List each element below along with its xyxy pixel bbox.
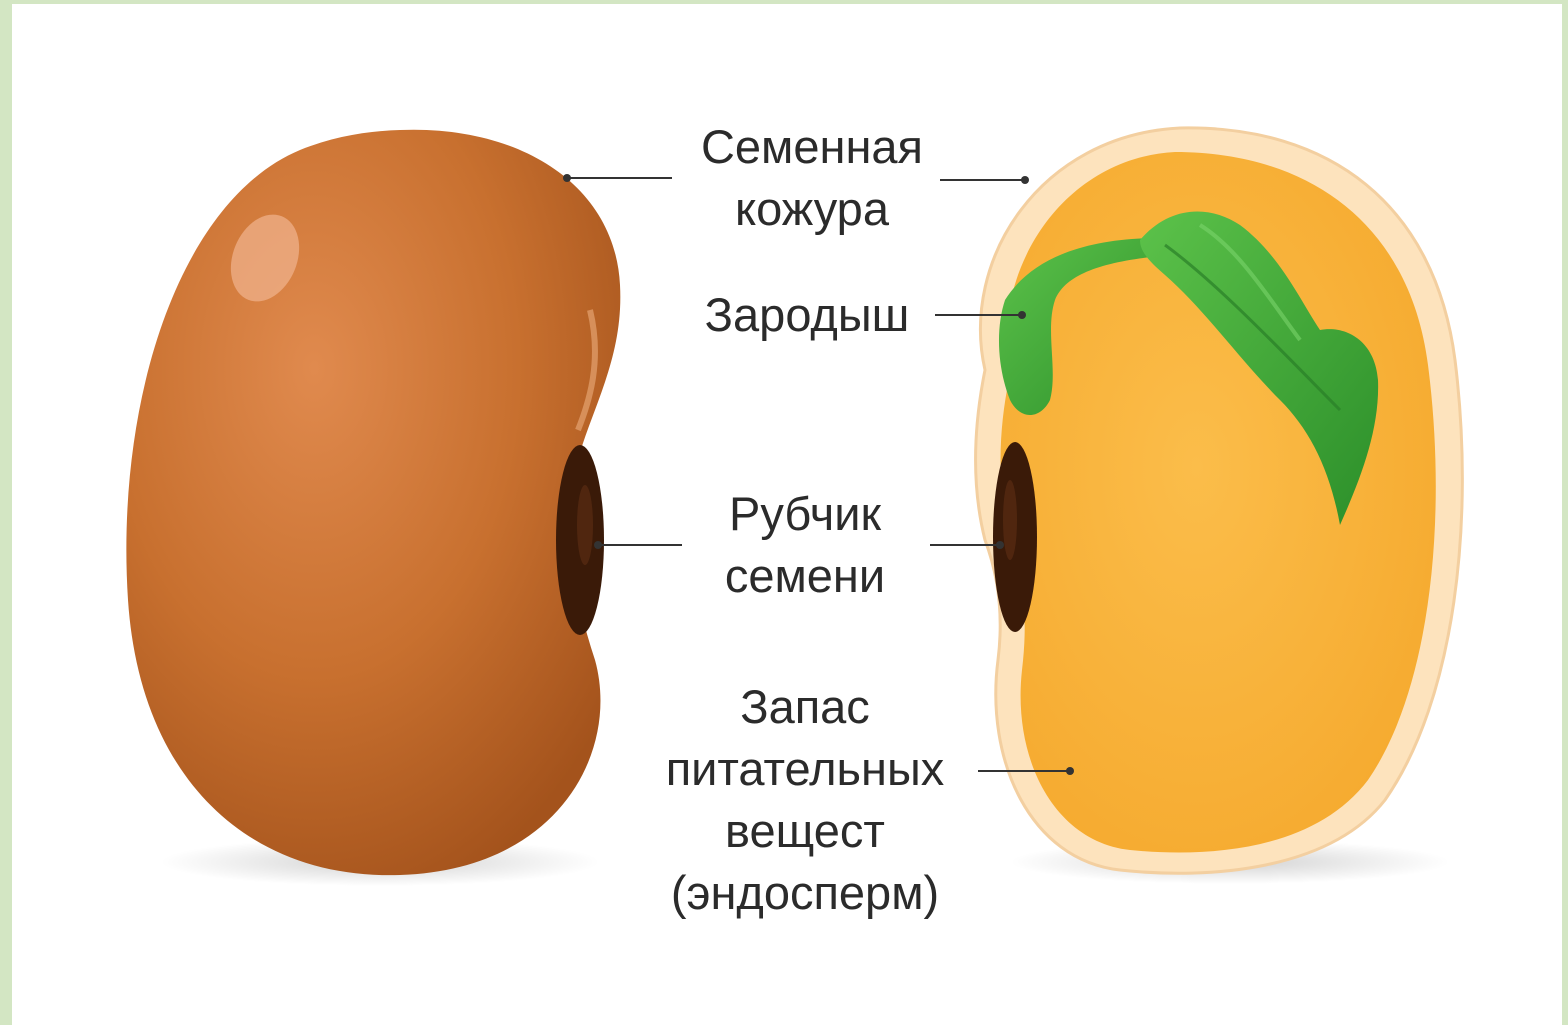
dot-hilum-right — [996, 541, 1004, 549]
label-hilum-line1: Рубчик — [680, 483, 930, 545]
label-hilum-line2: семени — [680, 545, 930, 607]
label-seed-coat: Семенная кожура — [672, 116, 952, 240]
whole-bean — [126, 130, 620, 886]
label-embryo-line1: Зародыш — [676, 284, 938, 346]
label-seed-coat-line1: Семенная — [672, 116, 952, 178]
label-endosperm-line3: вещест — [640, 800, 970, 862]
bean-hilum-shine — [577, 485, 593, 565]
label-seed-coat-line2: кожура — [672, 178, 952, 240]
dot-hilum-left — [594, 541, 602, 549]
label-endosperm: Запас питательных вещест (эндосперм) — [640, 676, 970, 924]
cut-bean-hilum-shine — [1003, 480, 1017, 560]
dot-seed-coat-left — [563, 174, 571, 182]
dot-endosperm — [1066, 767, 1074, 775]
label-embryo: Зародыш — [676, 284, 938, 346]
label-endosperm-line2: питательных — [640, 738, 970, 800]
label-endosperm-line4: (эндосперм) — [640, 862, 970, 924]
bean-body — [126, 130, 620, 875]
label-hilum: Рубчик семени — [680, 483, 930, 607]
label-endosperm-line1: Запас — [640, 676, 970, 738]
dot-seed-coat-right — [1021, 176, 1029, 184]
dot-embryo — [1018, 311, 1026, 319]
